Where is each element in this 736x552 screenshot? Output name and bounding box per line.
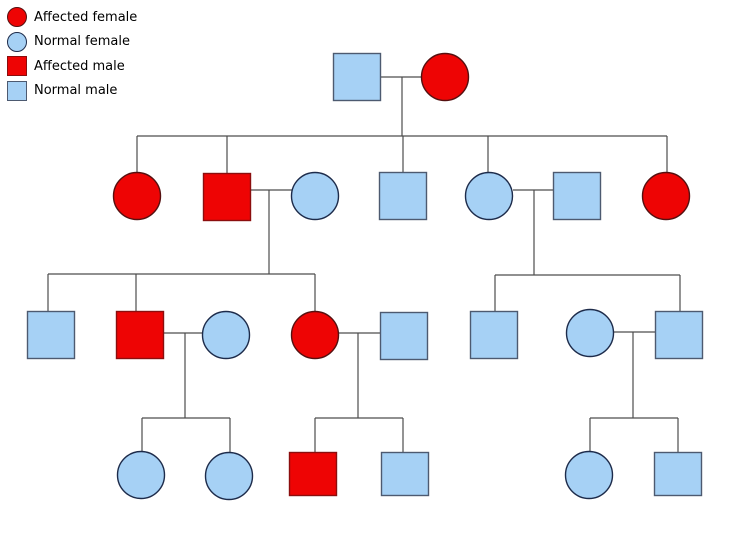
- person-IV-3-affected-male: [288, 451, 338, 497]
- legend-item-normal-male: Normal male: [7, 80, 137, 101]
- normal-male-square-icon: [7, 80, 27, 101]
- legend-item-affected-male: Affected male: [7, 56, 137, 77]
- person-I-1-normal-male: [332, 52, 382, 102]
- person-IV-4-normal-male: [380, 451, 430, 497]
- person-II-6-normal-male: [552, 171, 602, 221]
- person-II-4-normal-male: [378, 171, 428, 221]
- person-II-2-affected-male: [202, 172, 252, 222]
- person-III-3-normal-female: [201, 310, 251, 360]
- person-I-2-affected-female: [420, 52, 470, 102]
- person-III-6-normal-male: [469, 310, 519, 360]
- person-III-4-affected-female: [290, 310, 340, 360]
- person-III-7-normal-female: [565, 308, 615, 358]
- legend-label-affected-male: Affected male: [34, 58, 125, 74]
- person-II-5-normal-female: [464, 171, 514, 221]
- legend-label-normal-male: Normal male: [34, 83, 118, 99]
- person-III-2-affected-male: [115, 310, 165, 360]
- normal-female-circle-icon: [7, 31, 27, 52]
- person-IV-1-normal-female: [116, 450, 166, 500]
- affected-male-square-icon: [7, 56, 27, 77]
- person-II-7-affected-female: [641, 171, 691, 221]
- legend-item-normal-female: Normal female: [7, 31, 137, 52]
- legend: Affected female Normal female Affected m…: [7, 7, 137, 105]
- legend-label-normal-female: Normal female: [34, 34, 130, 50]
- person-II-3-normal-female: [290, 171, 340, 221]
- person-IV-5-normal-female: [564, 450, 614, 500]
- person-IV-6-normal-male: [653, 451, 703, 497]
- legend-item-affected-female: Affected female: [7, 7, 137, 27]
- person-III-1-normal-male: [26, 310, 76, 360]
- person-III-5-normal-male: [379, 311, 429, 361]
- legend-label-affected-female: Affected female: [34, 9, 138, 25]
- person-III-8-normal-male: [654, 310, 704, 360]
- person-IV-2-normal-female: [204, 451, 254, 501]
- person-II-1-affected-female: [112, 171, 162, 221]
- affected-female-circle-icon: [7, 7, 27, 27]
